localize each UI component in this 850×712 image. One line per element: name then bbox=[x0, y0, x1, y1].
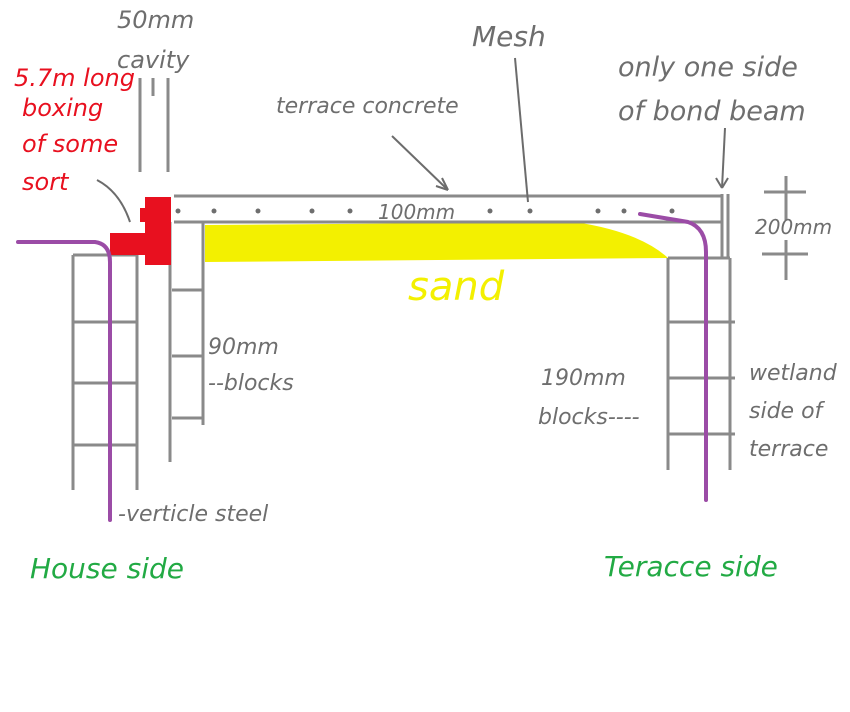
boxing bbox=[110, 197, 171, 265]
beam-height-label: 200mm bbox=[755, 215, 832, 239]
house-outer-wall bbox=[71, 253, 139, 490]
terrace-vertical-steel bbox=[638, 212, 708, 502]
blocks-190-label: 190mm blocks---- bbox=[538, 366, 640, 430]
blocks-90-label: 90mm --blocks bbox=[208, 335, 294, 396]
block-wall-190mm bbox=[666, 258, 735, 470]
height-dimension-marks bbox=[762, 176, 808, 280]
wetland-label: wetland side of terrace bbox=[749, 361, 844, 462]
house-side-label: House side bbox=[30, 552, 184, 585]
leader-lines bbox=[96, 57, 729, 223]
sand-fill bbox=[205, 222, 668, 262]
mesh-label: Mesh bbox=[472, 20, 546, 53]
sand-label: sand bbox=[408, 264, 505, 310]
slab-thickness-label: 100mm bbox=[378, 200, 455, 224]
terrace-concrete-label: terrace concrete bbox=[276, 94, 459, 119]
block-wall-90mm bbox=[168, 222, 205, 462]
mesh-dots bbox=[175, 208, 675, 214]
cavity-marks bbox=[138, 78, 170, 172]
steel-label: -verticle steel bbox=[118, 502, 268, 527]
terrace-side-label: Teracce side bbox=[604, 550, 778, 583]
house-vertical-steel bbox=[16, 240, 112, 522]
boxing-label: 5.7m long boxing of some sort bbox=[14, 64, 143, 196]
one-side-label: only one side of bond beam bbox=[618, 52, 806, 127]
cavity-label: 50mm cavity bbox=[117, 6, 202, 74]
concrete-slab bbox=[174, 194, 730, 260]
